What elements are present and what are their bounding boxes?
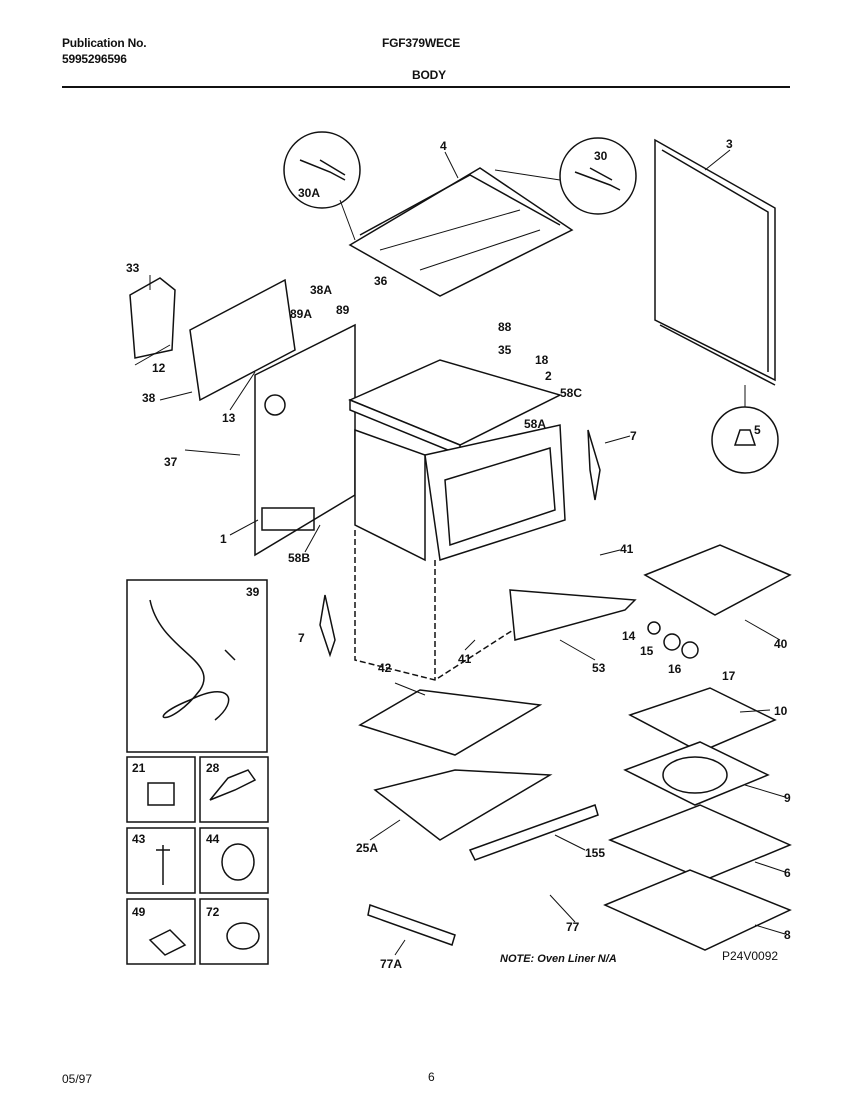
callout-42: 42 [378,661,392,675]
detail-circle-30a [283,131,361,241]
callout-14: 14 [622,629,636,643]
leader-lines [134,149,786,956]
callout-58a: 58A [524,417,546,431]
callout-155: 155 [585,846,605,860]
oven-cabinet [348,359,566,681]
callout-89a: 89A [290,307,312,321]
callout-15: 15 [640,644,654,658]
oven-pans-racks [603,687,792,951]
publication-number: 5995296596 [62,52,127,66]
callout-35: 35 [498,343,512,357]
drawing-code: P24V0092 [722,949,778,963]
callout-49: 49 [132,905,146,919]
header-rule [62,86,790,88]
callout-labels: 3 4 30 30A 33 38A 36 89A 89 88 35 18 2 5… [126,137,791,971]
callout-7-upper: 7 [630,429,637,443]
publication-label: Publication No. [62,36,147,50]
callout-10: 10 [774,704,788,718]
callout-33: 33 [126,261,140,275]
detail-circle-5 [711,385,779,474]
broiler-drawer-parts [358,544,792,946]
callout-58b: 58B [288,551,310,565]
callout-4: 4 [440,139,447,153]
callout-7-lower: 7 [298,631,305,645]
callout-77: 77 [566,920,580,934]
callout-13: 13 [222,411,236,425]
callout-77a: 77A [380,957,402,971]
power-cord-box [126,579,268,753]
callout-39: 39 [246,585,260,599]
back-panel-part [654,138,776,386]
callout-2: 2 [545,369,552,383]
top-panel-part [348,167,574,297]
callout-38: 38 [142,391,156,405]
callout-30a: 30A [298,186,320,200]
side-panel-part [189,278,356,557]
callout-21: 21 [132,761,146,775]
callout-6: 6 [784,866,791,880]
oven-liner-note: NOTE: Oven Liner N/A [500,953,617,965]
callout-5: 5 [754,423,761,437]
callout-3: 3 [726,137,733,151]
callout-30: 30 [594,149,608,163]
callout-72: 72 [206,905,220,919]
callout-28: 28 [206,761,220,775]
callout-38a: 38A [310,283,332,297]
callout-41-left: 41 [458,652,472,666]
callout-37: 37 [164,455,178,469]
page-number: 6 [428,1070,435,1084]
callout-8: 8 [784,928,791,942]
callout-16: 16 [668,662,682,676]
footer-date: 05/97 [62,1072,93,1086]
callout-40: 40 [774,637,788,651]
callout-43: 43 [132,832,146,846]
callout-89: 89 [336,303,350,317]
callout-12: 12 [152,361,166,375]
callout-18: 18 [535,353,549,367]
bracket-part-33 [129,277,176,359]
callout-9: 9 [784,791,791,805]
small-parts-grid [126,756,269,965]
section-title: BODY [412,68,446,82]
callout-17: 17 [722,669,736,683]
callout-36: 36 [374,274,388,288]
callout-44: 44 [206,832,220,846]
callout-41-right: 41 [620,542,634,556]
callout-1: 1 [220,532,227,546]
callout-58c: 58C [560,386,582,400]
door-hinge-parts [319,429,601,658]
model-number: FGF379WECE [382,36,461,50]
callout-88: 88 [498,320,512,334]
detail-circle-30 [494,137,637,215]
callout-25a: 25A [356,841,378,855]
callout-53: 53 [592,661,606,675]
